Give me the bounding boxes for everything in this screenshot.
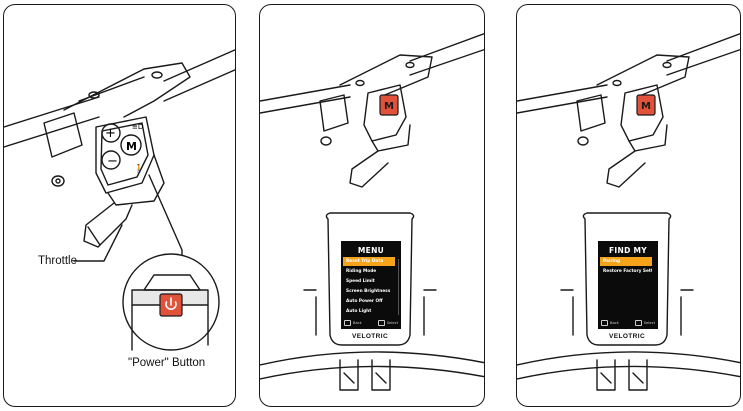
screen-title: FIND MY (598, 246, 658, 255)
mode-key-letter: M (384, 101, 394, 112)
screen-title: MENU (341, 246, 401, 255)
display-screen: MENU Reset Trip Data Riding Mode Speed L… (341, 241, 401, 329)
scrollbar[interactable] (398, 259, 400, 315)
menu-item-speed-limit[interactable]: Speed Limit (343, 277, 395, 286)
menu-item-auto-power-off[interactable]: Auto Power Off (343, 297, 395, 306)
display-screen: FIND MY Pairing Restore Factory Setting … (598, 241, 658, 329)
menu-item-screen-brightness[interactable]: Screen Brightness (343, 287, 395, 296)
mode-key-letter: M (641, 101, 651, 112)
mode-key-letter: M (126, 140, 137, 153)
headlight-icon: ≡D (132, 123, 143, 131)
handlebar-display-illustration: M (517, 5, 741, 407)
walk-icon: 🚶 (134, 163, 144, 173)
brand-label: VELOTRIC (609, 333, 645, 340)
menu-item-auto-light[interactable]: Auto Light (343, 307, 395, 316)
power-button-label: "Power" Button (128, 357, 205, 369)
panel-menu: M MENU Reset Trip Data Riding Mode Speed… (259, 4, 485, 407)
menu-item-reset-trip[interactable]: Reset Trip Data (343, 257, 395, 266)
footer-select: Select (378, 320, 398, 326)
footer-back: Back (344, 320, 362, 326)
footer-back: Back (601, 320, 619, 326)
brand-label: VELOTRIC (352, 333, 388, 340)
menu-item-pairing[interactable]: Pairing (600, 257, 652, 266)
throttle-label: Throttle (38, 255, 77, 267)
handlebar-controller-illustration: + − M ≡D 🚶 (4, 5, 236, 407)
panel-find-my: M FIND MY Pairing Restore Factory Settin… (516, 4, 741, 407)
footer-select: Select (635, 320, 655, 326)
handlebar-display-illustration: M (260, 5, 485, 407)
menu-item-riding-mode[interactable]: Riding Mode (343, 267, 395, 276)
menu-item-restore-factory[interactable]: Restore Factory Setting (600, 267, 652, 276)
minus-icon: − (107, 154, 118, 169)
panel-throttle-power: + − M ≡D 🚶 Throttle "Power" Button (3, 4, 236, 407)
plus-icon: + (105, 126, 116, 141)
